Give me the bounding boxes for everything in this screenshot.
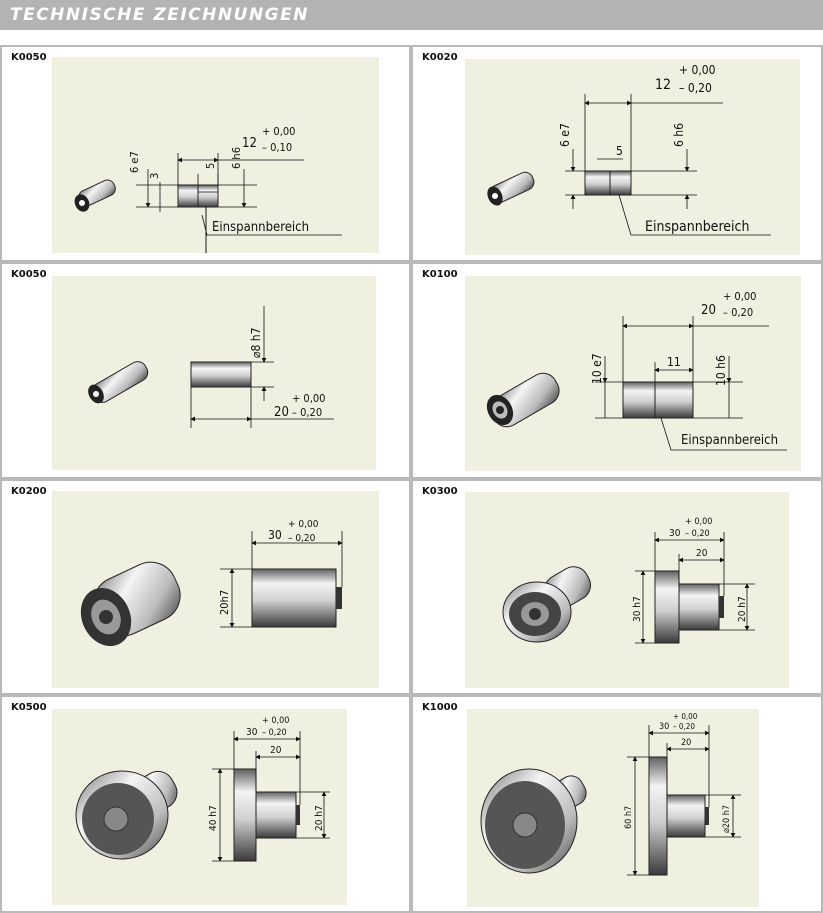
tol-minus-label: – 0,20 (679, 81, 712, 95)
part-code: K0020 (422, 52, 458, 63)
length-label: 12 (655, 77, 671, 93)
dia-right-label: 10 h6 (714, 355, 728, 386)
tol-minus-label: – 0,20 (723, 306, 753, 319)
length-label: 30 (268, 528, 282, 542)
part-code: K0200 (11, 486, 47, 497)
drawing-panel: 30 + 0,00 – 0,20 20h7 (52, 491, 379, 688)
part-code: K0050 (11, 269, 47, 280)
dia-right-label: 6 h6 (672, 123, 686, 147)
side-view (251, 568, 342, 628)
side-view (648, 756, 709, 876)
technical-drawing: 30 + 0,00 – 0,20 20 60 h7 ⌀20 h7 (480, 712, 741, 876)
clamp-length-label: 11 (667, 355, 681, 369)
tol-plus-label: + 0,00 (723, 290, 756, 303)
tol-plus-label: + 0,00 (288, 519, 319, 530)
tol-plus-label: + 0,00 (262, 716, 289, 726)
tol-minus-label: – 0,20 (685, 529, 710, 539)
side-view (584, 170, 632, 196)
technical-drawing: 30 + 0,00 – 0,20 20 40 h7 20 h7 (75, 716, 330, 862)
part-code: K1000 (422, 702, 458, 713)
side-view (233, 768, 300, 862)
dia-left-label: 10 e7 (590, 353, 604, 384)
diameter-label: 20h7 (218, 590, 231, 615)
drawing-cell-k1000: K1000 30 (411, 695, 823, 913)
iso-view (88, 361, 149, 404)
tol-minus-label: – 0,10 (262, 141, 292, 154)
tol-plus-label: + 0,00 (679, 63, 716, 77)
shaft-dia-label: 20 h7 (737, 596, 748, 622)
length-label: 30 (669, 528, 681, 539)
iso-view (487, 171, 535, 206)
drawing-cell-k0050-pin: K0050 (0, 45, 411, 262)
technical-drawing: 30 + 0,00 – 0,20 20h7 (80, 519, 343, 647)
dia-left-label: 6 e7 (128, 151, 141, 173)
drawing-panel: 30 + 0,00 – 0,20 20 60 h7 ⌀20 h7 (467, 709, 759, 907)
shaft-length-label: 20 (681, 738, 691, 748)
iso-view (486, 372, 560, 428)
length-label: 12 (242, 136, 257, 151)
length-label: 20 (274, 405, 289, 420)
drawing-cell-k0500: K0500 30 (0, 695, 411, 913)
drawing-cell-k0050-cylinder: K0050 ⌀8 h7 20 + 0,00 – 0,20 (0, 262, 411, 479)
dia-left-label: 6 e7 (558, 123, 572, 147)
tol-minus-label: – 0,20 (292, 406, 322, 419)
side-view (190, 361, 252, 388)
drawing-panel: 30 + 0,00 – 0,20 20 40 h7 20 h7 (52, 709, 347, 905)
drawing-cell-k0300: K0300 (411, 479, 823, 695)
part-code: K0050 (11, 52, 47, 63)
part-code: K0300 (422, 486, 458, 497)
clamp-length-label: 5 (616, 144, 623, 158)
iso-view (74, 179, 116, 212)
technical-drawing: 12 + 0,00 – 0,10 6 e7 3 5 6 h6 Einspannb… (74, 125, 342, 253)
shaft-dia-label: ⌀20 h7 (722, 805, 732, 833)
technical-drawing: 30 + 0,00 – 0,20 20 30 h7 20 h7 (502, 517, 755, 644)
tol-plus-label: + 0,00 (292, 392, 325, 405)
iso-view (75, 770, 178, 860)
tol-minus-label: – 0,20 (262, 728, 287, 738)
tol-plus-label: + 0,00 (262, 125, 295, 138)
drawing-panel: 20 + 0,00 – 0,20 10 e7 11 10 h6 Einspann… (465, 276, 801, 471)
small-dim-label: 3 (148, 173, 161, 179)
tol-plus-label: + 0,00 (685, 517, 712, 527)
clamp-area-label: Einspannbereich (645, 219, 749, 235)
technical-drawing: 20 + 0,00 – 0,20 10 e7 11 10 h6 Einspann… (486, 290, 787, 451)
drawing-panel: ⌀8 h7 20 + 0,00 – 0,20 (52, 276, 376, 470)
tol-minus-label: – 0,20 (673, 722, 695, 731)
dia-right-label: 6 h6 (230, 147, 243, 169)
iso-view (502, 566, 592, 643)
flange-dia-label: 60 h7 (624, 806, 634, 829)
drawing-panel: 30 + 0,00 – 0,20 20 30 h7 20 h7 (465, 492, 789, 688)
drawing-panel: 12 + 0,00 – 0,20 6 e7 5 6 h6 Einspannber… (465, 59, 800, 255)
iso-view (80, 561, 181, 647)
side-view (177, 184, 219, 208)
drawing-panel: 12 + 0,00 – 0,10 6 e7 3 5 6 h6 Einspannb… (52, 57, 379, 253)
tol-plus-label: + 0,00 (673, 712, 698, 721)
side-view (654, 570, 724, 644)
clamp-area-label: Einspannbereich (212, 220, 309, 235)
tol-minus-label: – 0,20 (288, 533, 316, 544)
shaft-length-label: 20 (696, 548, 708, 559)
flange-dia-label: 40 h7 (208, 805, 219, 831)
drawing-cell-k0020: K0020 (411, 45, 823, 262)
clamp-area-label: Einspannbereich (681, 433, 778, 448)
shaft-dia-label: 20 h7 (314, 805, 325, 831)
part-code: K0500 (11, 702, 47, 713)
technical-drawing: 12 + 0,00 – 0,20 6 e7 5 6 h6 Einspannber… (487, 63, 771, 236)
side-view (622, 381, 694, 419)
iso-view (480, 768, 587, 874)
diameter-label: ⌀8 h7 (249, 327, 263, 358)
drawing-cell-k0100: K0100 (411, 262, 823, 479)
page-title: TECHNISCHE ZEICHNUNGEN (10, 5, 309, 25)
page-header: TECHNISCHE ZEICHNUNGEN (0, 0, 823, 30)
length-label: 20 (701, 303, 716, 318)
flange-dia-label: 30 h7 (632, 596, 643, 622)
drawing-cell-k0200: K0200 30 + 0,00 – 0,20 20h7 (0, 479, 411, 695)
length-label: 30 (659, 722, 669, 732)
technical-drawing: ⌀8 h7 20 + 0,00 – 0,20 (88, 306, 334, 428)
clamp-length-label: 5 (204, 163, 217, 169)
part-code: K0100 (422, 269, 458, 280)
length-label: 30 (246, 727, 258, 738)
shaft-length-label: 20 (270, 745, 282, 756)
